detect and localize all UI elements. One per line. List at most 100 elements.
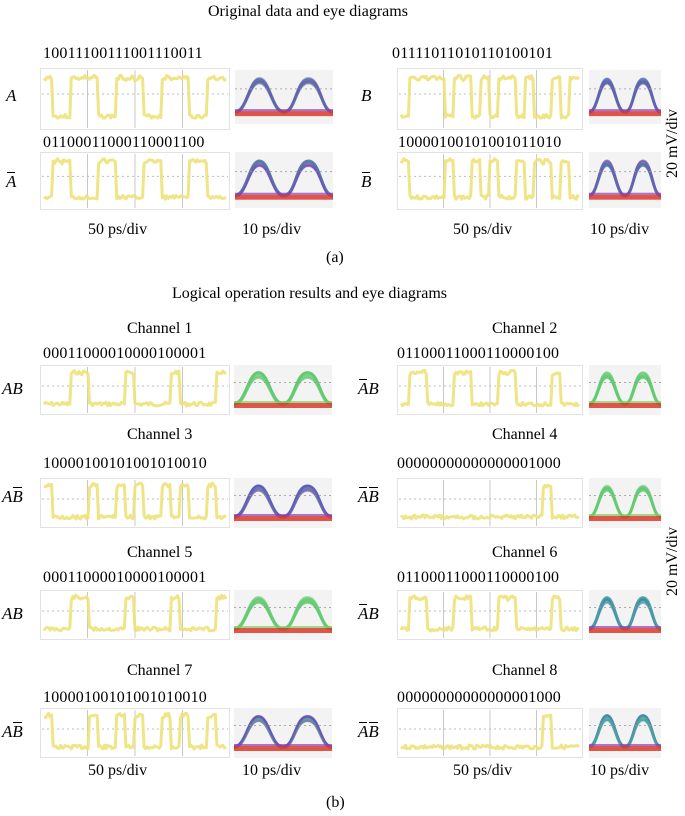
x-scale-wave-b-left: 50 ps/div xyxy=(88,762,148,779)
eye-low-rail-edge xyxy=(589,626,661,628)
waveform-frame xyxy=(40,590,230,640)
channel-1-name: Channel 1 xyxy=(127,320,193,337)
channel-2-bits: 01100011000110000100 xyxy=(397,345,560,362)
eye-low-rail xyxy=(234,516,332,521)
eye-diagram-a xyxy=(234,70,334,124)
eye-diagram-channel-1 xyxy=(233,365,333,415)
channel-5-label: AB xyxy=(2,604,23,623)
eye-low-rail-edge xyxy=(235,192,333,195)
waveform-a xyxy=(40,68,230,130)
eye-low-rail xyxy=(235,194,333,200)
panel-label-a: (a) xyxy=(326,249,344,266)
eye-low-rail xyxy=(589,746,661,751)
waveform-trace xyxy=(43,481,227,521)
x-scale-eye-b-right: 10 ps/div xyxy=(590,762,650,779)
x-scale-wave-a-right: 50 ps/div xyxy=(453,221,513,238)
eye-low-rail xyxy=(234,628,332,633)
waveform-trace xyxy=(399,73,581,120)
waveform-frame xyxy=(397,68,583,130)
waveform-channel-3 xyxy=(40,478,230,528)
eye-diagram-channel-4 xyxy=(588,478,662,528)
y-scale-b: 20 mV/div xyxy=(664,527,681,596)
x-scale-eye-a-right: 10 ps/div xyxy=(590,221,650,238)
waveform-trace xyxy=(399,483,580,521)
channel-3-name: Channel 3 xyxy=(127,426,193,443)
channel-8-label: AB xyxy=(358,722,379,741)
waveform-b xyxy=(397,68,583,130)
eye-low-rail xyxy=(589,516,661,521)
input-b-bits: 01111011010110100101 xyxy=(392,45,554,62)
eye-low-rail xyxy=(234,403,332,408)
channel-2-name: Channel 2 xyxy=(492,320,558,337)
input-a-label: A xyxy=(6,86,17,105)
waveform-channel-2 xyxy=(397,365,583,415)
waveform-channel-4 xyxy=(397,478,583,528)
waveform-frame xyxy=(40,152,230,210)
input-bbar-bits: 10000100101001011010 xyxy=(398,134,562,151)
eye-diagram-channel-7 xyxy=(233,708,333,758)
eye-diagram-b xyxy=(588,70,662,124)
eye-diagram-channel-8 xyxy=(588,708,662,758)
channel-4-name: Channel 4 xyxy=(492,426,558,443)
eye-diagram-bbar xyxy=(588,152,662,208)
channel-7-label: AB xyxy=(2,722,23,741)
waveform-trace xyxy=(400,713,581,751)
eye-low-rail-edge xyxy=(234,514,332,516)
eye-low-rail xyxy=(589,628,661,633)
waveform-channel-1 xyxy=(40,365,230,415)
x-scale-eye-b-left: 10 ps/div xyxy=(242,762,302,779)
waveform-frame xyxy=(397,590,583,640)
waveform-frame xyxy=(397,478,583,528)
waveform-frame xyxy=(40,365,230,415)
eye-low-rail-edge xyxy=(589,744,661,746)
eye-low-rail-edge xyxy=(234,744,332,746)
channel-6-name: Channel 6 xyxy=(492,544,558,561)
input-abar-label: A xyxy=(6,172,17,191)
channel-5-bits: 00011000010000100001 xyxy=(43,569,207,586)
waveform-frame xyxy=(397,708,583,758)
channel-3-bits: 10000100101001010010 xyxy=(43,455,207,472)
eye-low-rail-edge xyxy=(234,626,332,628)
x-scale-wave-b-right: 50 ps/div xyxy=(453,762,513,779)
eye-low-rail xyxy=(589,403,661,408)
waveform-trace xyxy=(43,711,227,751)
input-a-bits: 10011100111001110011 xyxy=(43,45,203,62)
waveform-channel-6 xyxy=(397,590,583,640)
section-a-title: Original data and eye diagrams xyxy=(208,3,408,20)
eye-diagram-abar xyxy=(234,152,334,208)
waveform-trace xyxy=(42,73,227,120)
eye-low-rail-edge xyxy=(235,109,333,112)
waveform-frame xyxy=(397,365,583,415)
waveform-frame xyxy=(40,68,230,130)
eye-low-rail-edge xyxy=(589,109,661,112)
eye-low-rail xyxy=(235,111,333,117)
y-scale-a: 20 mV/div xyxy=(664,109,681,178)
eye-low-rail xyxy=(589,111,661,117)
eye-low-rail-edge xyxy=(589,401,661,403)
channel-1-bits: 00011000010000100001 xyxy=(43,345,207,362)
channel-2-label: AB xyxy=(358,379,379,398)
waveform-channel-8 xyxy=(397,708,583,758)
channel-7-bits: 10000100101001010010 xyxy=(43,689,207,706)
waveform-trace xyxy=(399,157,581,201)
waveform-trace xyxy=(42,369,227,408)
channel-8-name: Channel 8 xyxy=(492,662,558,679)
channel-1-label: AB xyxy=(2,379,23,398)
waveform-frame xyxy=(397,152,583,210)
channel-3-label: AB xyxy=(2,487,23,506)
channel-4-label: AB xyxy=(358,487,379,506)
channel-5-name: Channel 5 xyxy=(127,544,193,561)
eye-diagram-channel-3 xyxy=(233,478,333,528)
channel-6-bits: 01100011000110000100 xyxy=(397,569,560,586)
panel-label-b: (b) xyxy=(326,794,345,811)
eye-diagram-channel-6 xyxy=(588,590,662,640)
waveform-frame xyxy=(40,708,230,758)
channel-7-name: Channel 7 xyxy=(127,662,193,679)
x-scale-wave-a-left: 50 ps/div xyxy=(88,221,148,238)
waveform-trace xyxy=(42,593,228,633)
eye-low-rail-edge xyxy=(589,514,661,516)
waveform-trace xyxy=(399,368,581,408)
eye-low-rail-edge xyxy=(589,192,661,195)
waveform-abar xyxy=(40,152,230,210)
eye-low-rail-edge xyxy=(234,401,332,403)
